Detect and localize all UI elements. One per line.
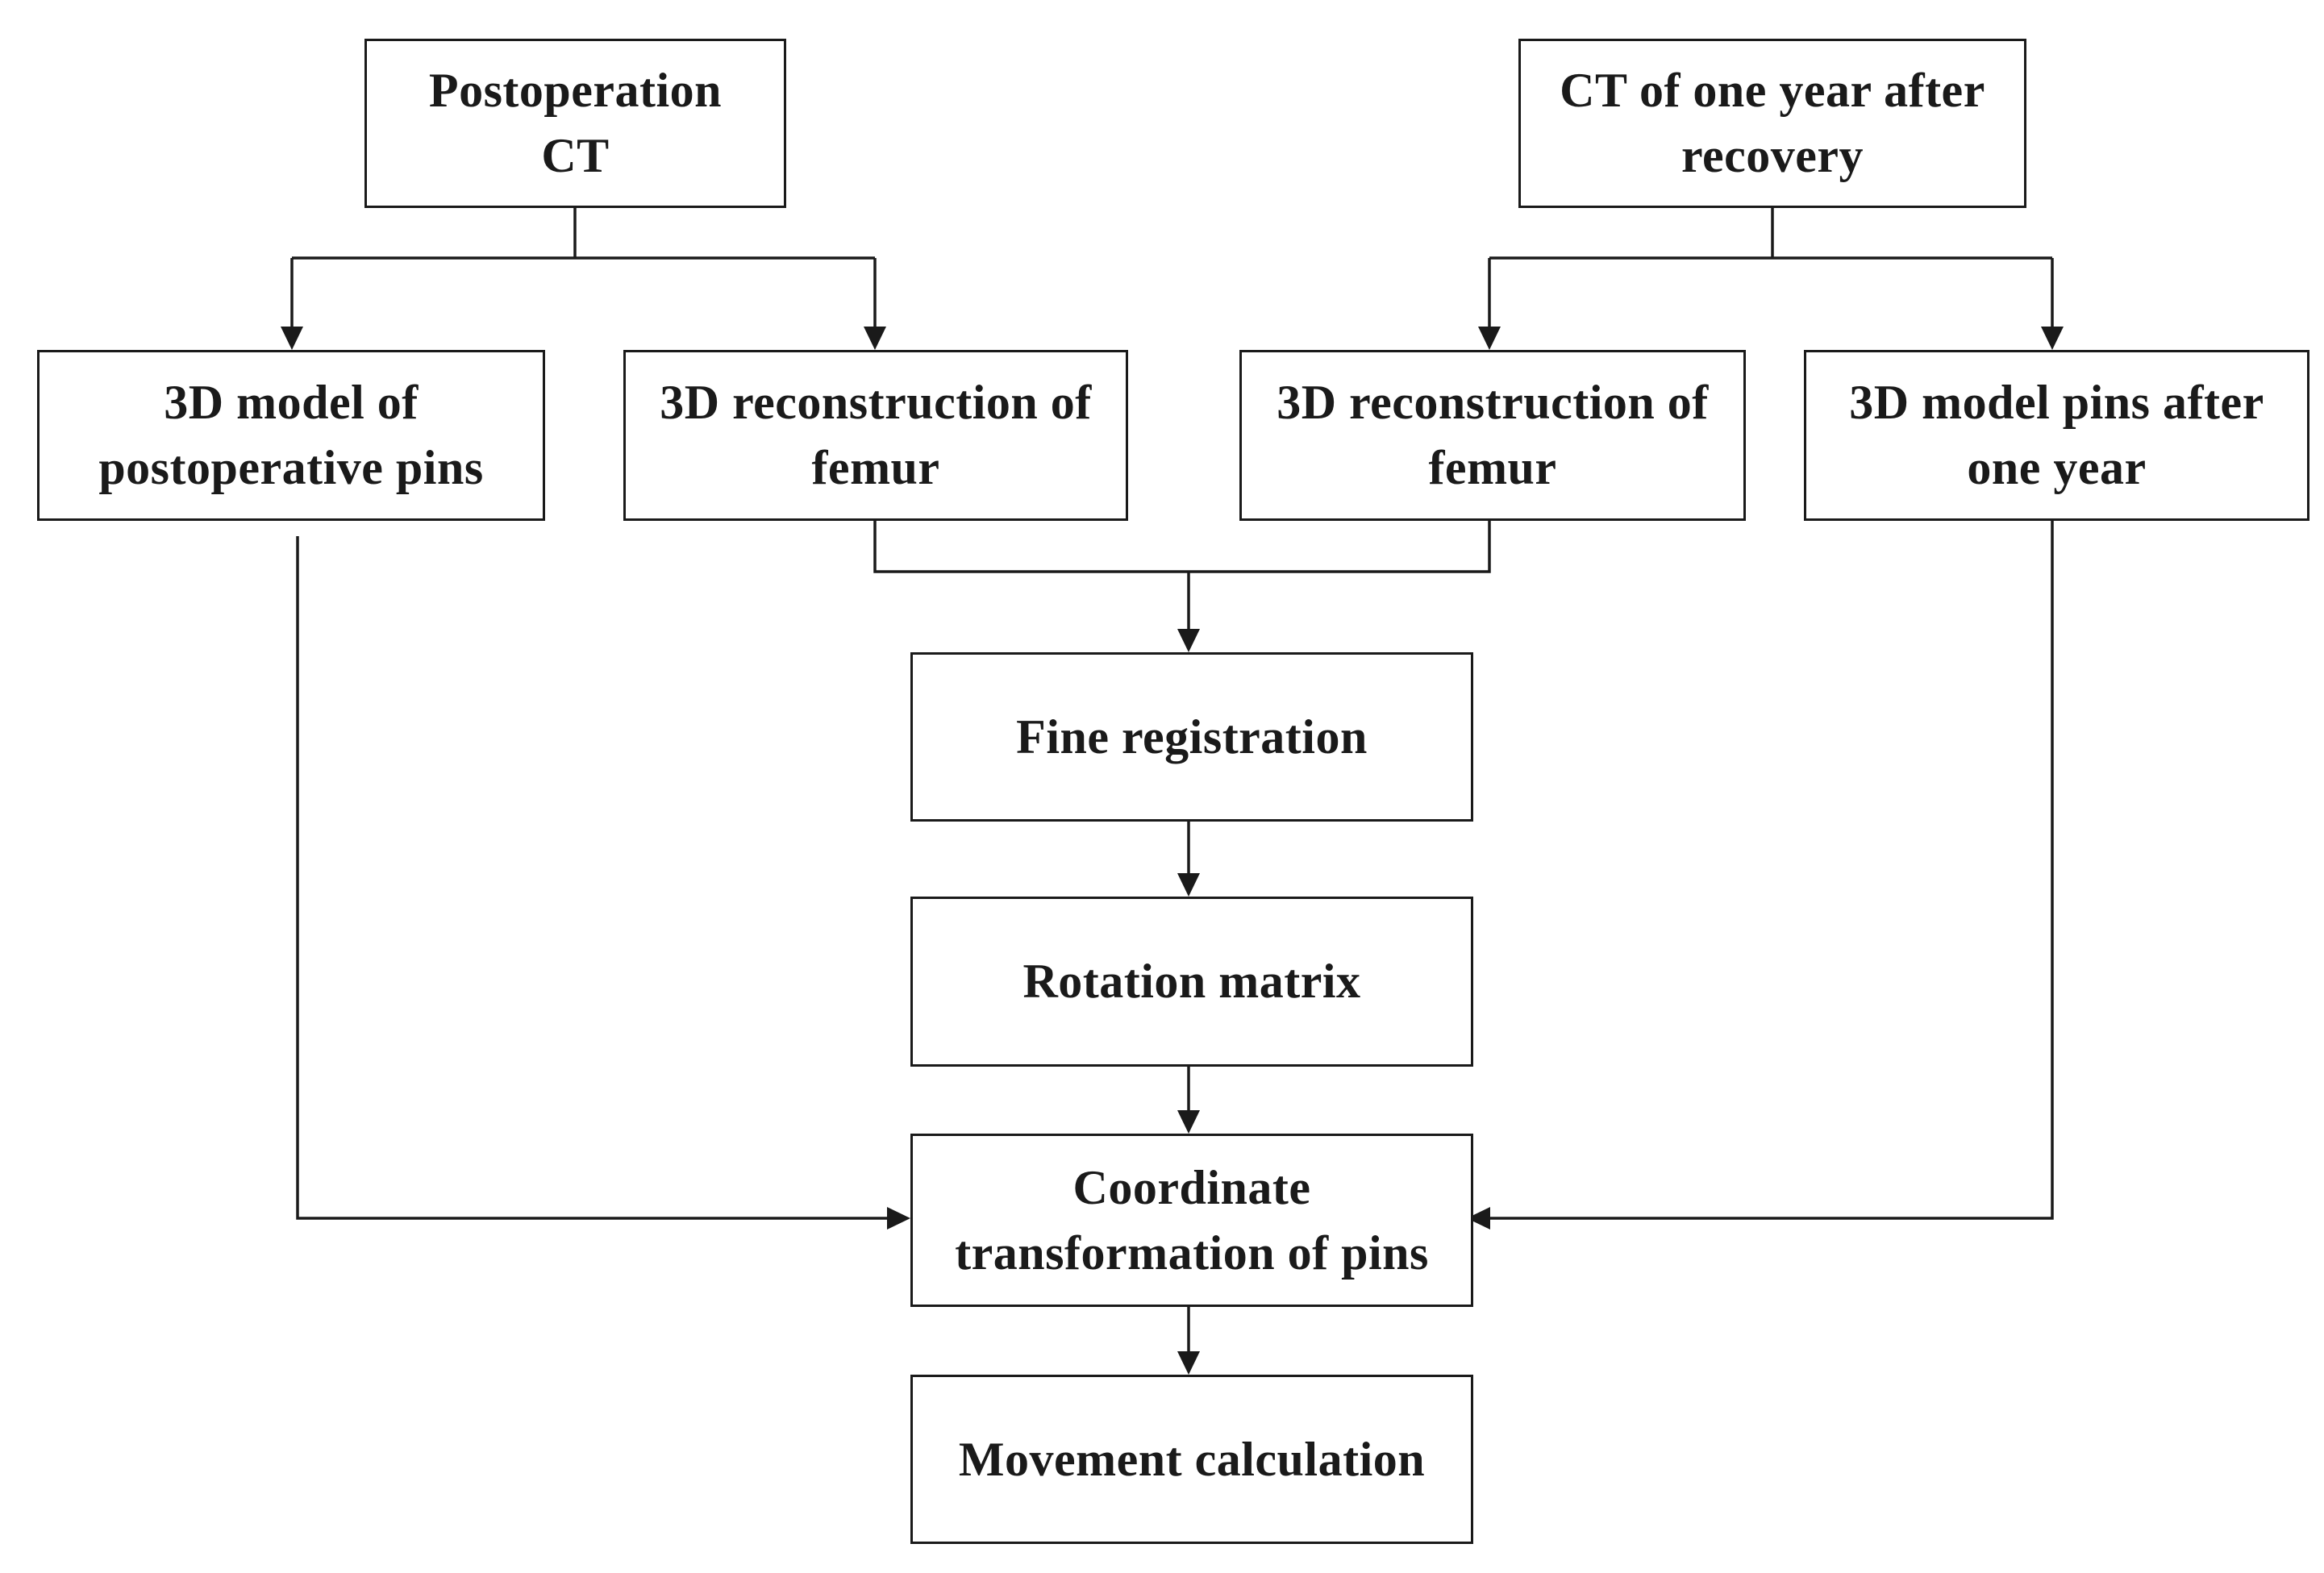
node-postoperation-ct-label: Postoperation CT [428, 64, 723, 182]
arrowhead-to-recon-femur-left [864, 327, 886, 350]
node-3d-reconstruction-femur-left-label: 3D reconstruction of femur [660, 376, 1092, 494]
node-movement-calculation: Movement calculation [910, 1375, 1473, 1544]
arrowhead-to-model-pins-one-year [2041, 327, 2064, 350]
connector-postop-pins-to-transform [296, 536, 887, 1220]
node-3d-model-postoperative-pins: 3D model of postoperative pins [37, 350, 545, 521]
arrowhead-to-rotation-matrix [1177, 873, 1200, 897]
arrowhead-to-movement-calculation [1177, 1351, 1200, 1375]
connector-pins-one-year-to-transform [1490, 521, 2054, 1220]
node-coordinate-transformation-label: Coordinate transformation of pins [955, 1160, 1429, 1280]
node-rotation-matrix-label: Rotation matrix [1022, 955, 1361, 1008]
node-3d-model-postoperative-pins-label: 3D model of postoperative pins [98, 376, 484, 494]
node-ct-one-year-label: CT of one year after recovery [1560, 64, 1985, 182]
node-3d-reconstruction-femur-left: 3D reconstruction of femur [623, 350, 1128, 521]
node-3d-model-pins-after-one-year: 3D model pins after one year [1804, 350, 2309, 521]
arrowhead-right-into-transform [1467, 1207, 1490, 1230]
arrowhead-to-fine-registration [1177, 629, 1200, 652]
arrowhead-to-coordinate-transformation [1177, 1110, 1200, 1134]
connector-ct-one-year-split [1488, 208, 2054, 327]
node-movement-calculation-label: Movement calculation [958, 1432, 1426, 1486]
connector-femur-merge [873, 521, 1491, 629]
node-fine-registration-label: Fine registration [1016, 710, 1368, 764]
node-fine-registration: Fine registration [910, 652, 1473, 822]
node-3d-model-pins-after-one-year-label: 3D model pins after one year [1849, 376, 2264, 494]
arrowhead-to-recon-femur-right [1478, 327, 1501, 350]
connector-postop-ct-split [290, 208, 877, 327]
node-3d-reconstruction-femur-right: 3D reconstruction of femur [1239, 350, 1746, 521]
node-3d-reconstruction-femur-right-label: 3D reconstruction of femur [1277, 376, 1709, 494]
node-ct-one-year-after-recovery: CT of one year after recovery [1518, 39, 2026, 208]
arrowhead-to-model-postop-pins [281, 327, 303, 350]
node-rotation-matrix: Rotation matrix [910, 897, 1473, 1067]
arrowhead-left-into-transform [887, 1207, 910, 1230]
node-postoperation-ct: Postoperation CT [364, 39, 786, 208]
node-coordinate-transformation-of-pins: Coordinate transformation of pins [910, 1134, 1473, 1307]
